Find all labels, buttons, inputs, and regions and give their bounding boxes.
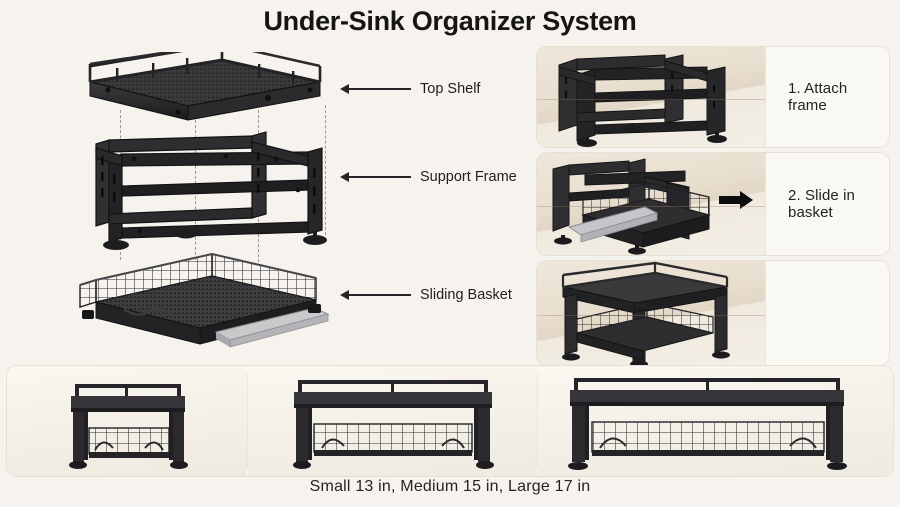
step-2-label: 2. Slide in basket [788,187,855,221]
step-1-label: 1. Attach frame [788,80,848,114]
callout-label: Top Shelf [420,81,481,97]
slide-direction-arrow-icon [719,191,753,209]
alignment-guide [325,105,326,235]
step-2-textcard: 2. Slide in basket [765,153,889,255]
step-panel-2[interactable]: 2. Slide in basket [536,152,890,256]
callout-support-frame: Support Frame [340,168,517,186]
leader-line [349,176,411,178]
size-divider [247,374,248,468]
page-title: Under-Sink Organizer System [263,6,637,36]
callout-label: Sliding Basket [420,287,512,303]
step-1-textcard: 1. Attach frame [765,47,889,147]
callout-sliding-basket: Sliding Basket [340,286,512,304]
step-1-photo [537,47,765,147]
leader-line [349,294,411,296]
step-2-photo [537,153,765,255]
size-comparison-strip [6,365,894,477]
size-photo-medium[interactable] [248,366,537,476]
size-caption: Small 13 in, Medium 15 in, Large 17 in [309,478,591,495]
step-3-photo [537,261,765,365]
callout-top-shelf: Top Shelf [340,80,480,98]
callout-label: Support Frame [420,169,517,185]
step-3-textcard [765,261,889,365]
size-photo-large[interactable] [538,366,893,476]
arrow-left-icon [340,290,349,300]
step-panel-3[interactable] [536,260,890,366]
size-photo-small[interactable] [7,366,247,476]
step-panel-1[interactable]: 1. Attach frame [536,46,890,148]
support-frame-part [76,130,344,252]
size-divider [537,374,538,468]
arrow-left-icon [340,172,349,182]
arrow-left-icon [340,84,349,94]
top-shelf-part [72,52,332,128]
sliding-basket-part [62,252,348,356]
leader-line [349,88,411,90]
